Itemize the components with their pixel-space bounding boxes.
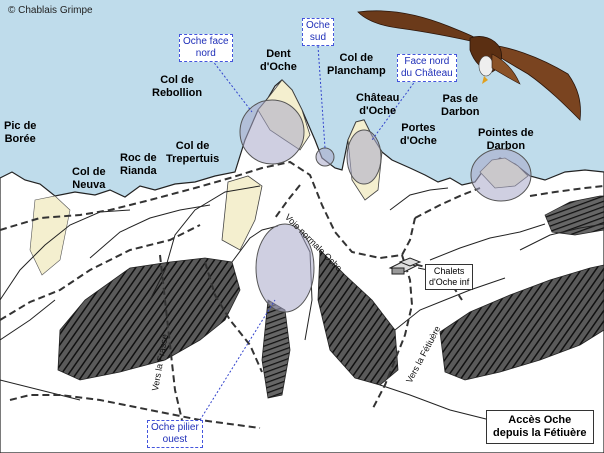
sector-pointes-darbon	[470, 148, 532, 202]
callout-oche-face-nord: Oche face nord	[179, 34, 233, 62]
label-dent-oche: Dent d'Oche	[260, 48, 297, 73]
sector-highlights	[239, 99, 532, 313]
label-pas-darbon: Pas de Darbon	[441, 93, 480, 118]
callout-leaders	[199, 45, 417, 421]
label-col-trepertuis: Col de Trepertuis	[166, 140, 220, 165]
rock-band	[57, 257, 241, 381]
label-col-planchamp: Col de Planchamp	[327, 52, 386, 77]
sector-oche-pilier-ouest	[255, 223, 315, 313]
sector-oche-face-nord	[239, 99, 305, 165]
label-chateau-oche: Château d'Oche	[356, 92, 400, 117]
rock-face-light	[221, 175, 263, 251]
eagle-icon	[357, 10, 581, 121]
rock-band	[439, 264, 604, 381]
callout-oche-pilier-ouest: Oche pilier ouest	[147, 420, 203, 448]
label-pointes-darbon: Pointes de Darbon	[478, 127, 534, 152]
copyright: © Chablais Grimpe	[8, 5, 93, 16]
callout-face-nord-chateau: Face nord du Château	[397, 54, 457, 82]
label-col-rebollion: Col de Rebollion	[152, 74, 203, 99]
sector-chateau-face-nord	[346, 129, 382, 185]
label-portes-oche: Portes d'Oche	[400, 122, 437, 147]
contour-lines	[0, 185, 604, 421]
label-chalets-oche-inf: Chalets d'Oche inf	[425, 264, 474, 290]
label-pic-boree: Pic de Borée	[4, 120, 37, 145]
map-title: Accès Oche depuis la Fétiuère	[486, 410, 594, 444]
label-roc-rianda: Roc de Rianda	[120, 152, 157, 177]
rock-band	[544, 195, 604, 236]
chalets-icon	[388, 257, 422, 275]
label-col-neuva: Col de Neuva	[72, 166, 106, 191]
callout-oche-sud: Oche sud	[302, 18, 334, 46]
sector-oche-sud	[315, 147, 335, 167]
